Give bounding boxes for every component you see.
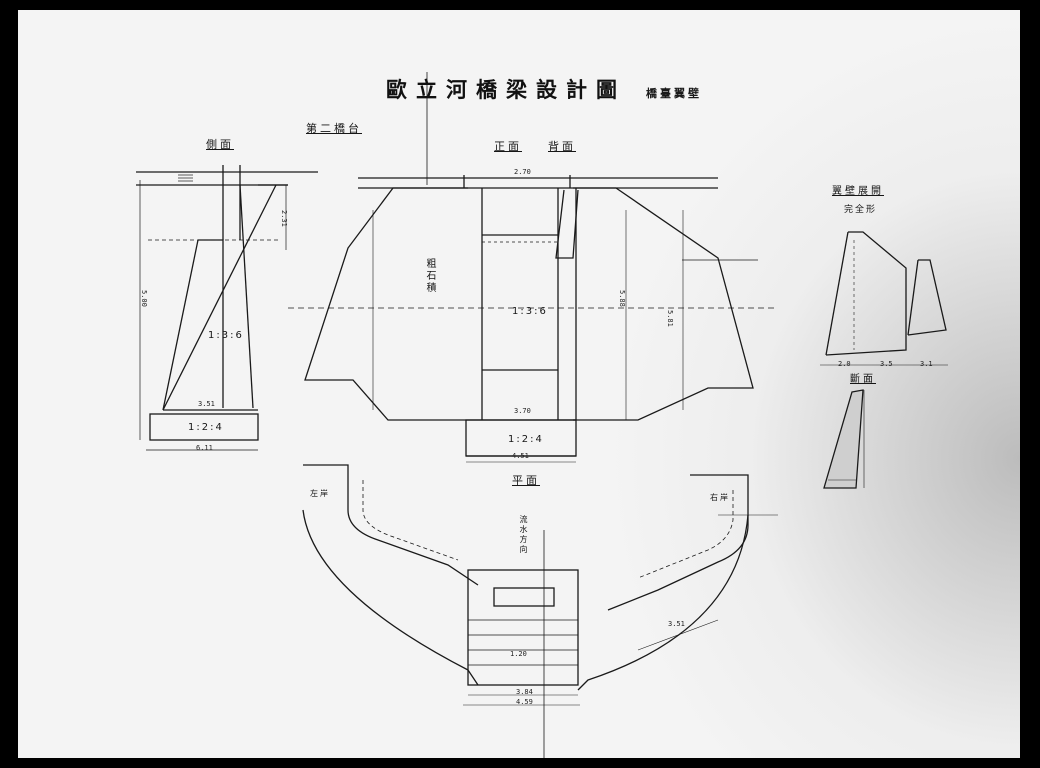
plan-abutment [467,569,579,686]
plan-right-outer-curve [577,514,749,691]
dim-wing-b: 3.5 [880,360,893,368]
side-view [136,165,318,451]
dim-side-footing: 6.11 [196,444,213,452]
dim-front-footing: 4.51 [512,452,529,460]
side-base-ratio: 1:2:4 [188,422,224,433]
masonry-note: 粗石積 [424,258,435,294]
dim-plan-diagonal: 3.51 [668,620,685,628]
section-view [823,389,865,489]
front-left-wing [304,187,468,421]
dim-front-top: 2.70 [514,168,531,176]
dim-front-right-height: 5.81 [666,310,674,327]
aged-paper-speckle [600,10,1020,758]
dim-plan-outer: 4.59 [516,698,533,706]
left-bank-note: 左岸 [310,489,330,498]
right-bank-note: 右岸 [710,493,730,502]
dim-plan-abutment: 1.20 [510,650,527,658]
plan-view [302,464,778,758]
front-view-label: 正面 [494,140,522,153]
dim-side-height: 5.00 [140,290,148,307]
dim-front-height: 5.88 [618,290,626,307]
drawing-subtitle: 橋臺翼壁 [646,87,702,100]
wing-section-label: 翼壁展開 [832,186,884,197]
engineering-drawing [136,72,948,758]
front-back-view [288,175,778,463]
section-label: 斷面 [850,374,876,385]
side-fill-ratio: 1:3:6 [208,330,244,341]
side-slope-line [162,184,277,411]
complete-shape-note: 完全形 [844,205,878,215]
river-flow-note: 流水方向 [519,515,528,555]
front-base-ratio: 1:2:4 [508,434,544,445]
drawing-title: 歐立河橋梁設計圖 [386,77,626,102]
dim-plan-inner: 3.84 [516,688,533,696]
dim-front-base: 3.70 [514,407,531,415]
dim-wing-a: 2.0 [838,360,851,368]
back-view-label: 背面 [548,140,576,153]
plan-view-label: 平面 [512,474,540,487]
front-right-wing [573,187,754,421]
section-hatch [823,389,864,489]
wing-wall-development [820,231,948,366]
plan-left-outer-curve [302,509,479,686]
dim-side-top-height: 2.31 [280,210,288,227]
front-fill-ratio: 1:3:6 [512,306,548,317]
side-view-label: 側面 [206,138,234,151]
dim-side-base: 3.51 [198,400,215,408]
abutment-label: 第二橋台 [306,122,362,135]
dim-wing-c: 3.1 [920,360,933,368]
drawing-sheet: 歐立河橋梁設計圖 橋臺翼壁 第二橋台 側面 正面 背面 平面 翼壁展開 斷面 粗… [18,10,1020,758]
side-footing [149,413,259,441]
